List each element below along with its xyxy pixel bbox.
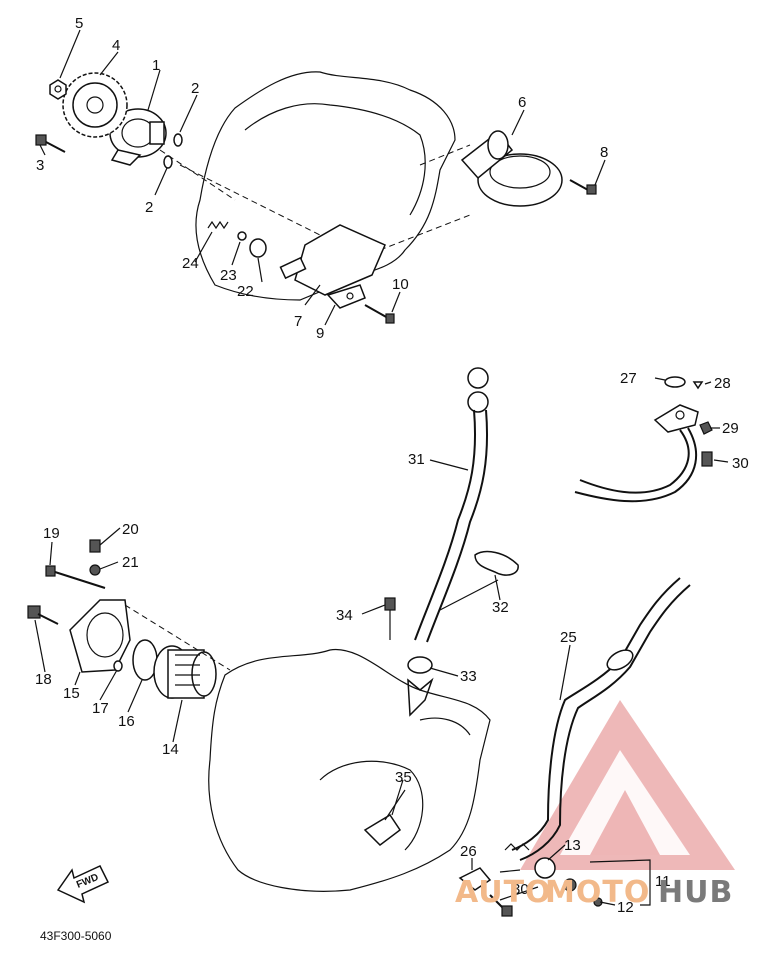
bolt-19: [45, 565, 106, 589]
callout-22: 22: [237, 283, 254, 300]
o-ring-upper: [173, 133, 183, 147]
callout-8: 8: [600, 144, 608, 161]
crankcase-upper: [159, 71, 471, 301]
union-bolt: [384, 597, 396, 640]
callout-9: 9: [316, 325, 324, 342]
callout-33: 33: [460, 668, 477, 685]
callout-34: 34: [336, 607, 353, 624]
callout-20: 20: [122, 521, 139, 538]
callout-25: 25: [560, 629, 577, 646]
bolt-30-lower: [489, 894, 513, 917]
relief-valve: [207, 220, 386, 296]
relief-plate: [326, 284, 366, 309]
hose-union: [407, 656, 434, 717]
callout-23: 23: [220, 267, 237, 284]
callout-10: 10: [392, 276, 409, 293]
strainer-bolt: [569, 179, 597, 195]
callout-1: 1: [152, 57, 160, 74]
callout-35: 35: [395, 769, 412, 786]
bracket-35: [363, 789, 406, 846]
bolt-20: [89, 539, 101, 553]
watermark-triangle-core-icon: [590, 790, 660, 855]
callout-labels: 1 2 2 3 4 5 6 7 8 9 10 11 12 13 14 15 16…: [35, 15, 749, 916]
callout-5: 5: [75, 15, 83, 32]
gear-nut: [49, 79, 67, 100]
clamp-26: [458, 867, 492, 891]
pump-screw: [35, 134, 66, 153]
callout-14: 14: [162, 741, 179, 758]
watermark-logo: [520, 700, 735, 870]
callout-4: 4: [112, 37, 120, 54]
oil-delivery-fitting: [574, 376, 713, 503]
watermark-hub: HUB: [658, 875, 733, 910]
gasket: [474, 550, 519, 576]
washer-21: [89, 564, 101, 576]
o-ring-lower: [163, 155, 173, 169]
callout-30b: 30: [512, 881, 529, 898]
callout-6: 6: [518, 94, 526, 111]
oil-strainer: [460, 130, 563, 207]
callout-26: 26: [460, 843, 477, 860]
drawing-code: 43F300-5060: [40, 929, 112, 943]
callout-30a: 30: [732, 455, 749, 472]
plate-bolt: [364, 304, 395, 324]
callout-28: 28: [714, 375, 731, 392]
callout-21: 21: [122, 554, 139, 571]
callout-24: 24: [182, 255, 199, 272]
callout-27: 27: [620, 370, 637, 387]
callout-15: 15: [63, 685, 80, 702]
leader-lines: [34, 29, 729, 906]
watermark-moto: MOTO: [545, 875, 650, 910]
callout-13: 13: [564, 837, 581, 854]
callout-18: 18: [35, 671, 52, 688]
watermark-auto: AUTO: [455, 875, 552, 910]
callout-17: 17: [92, 700, 109, 717]
callout-31: 31: [408, 451, 425, 468]
crankcase-lower: [208, 648, 491, 892]
drain-bolt-18: [27, 605, 59, 625]
callout-7: 7: [294, 313, 302, 330]
o-ring-17: [113, 660, 123, 672]
callout-16: 16: [118, 713, 135, 730]
callout-2b: 2: [145, 199, 153, 216]
callout-19: 19: [43, 525, 60, 542]
watermark-text: AUTO MOTO HUB: [455, 875, 733, 910]
callout-2a: 2: [191, 80, 199, 97]
union-13: [534, 857, 556, 879]
oil-hose: [414, 367, 489, 643]
callout-12: 12: [617, 899, 634, 916]
oil-filter-14: [153, 645, 217, 699]
callout-11: 11: [655, 873, 671, 890]
fwd-arrow: FWD: [56, 865, 110, 904]
callout-3: 3: [36, 157, 44, 174]
pump-driven-gear: [62, 72, 128, 138]
oil-pipe: [504, 577, 691, 861]
filter-cover-15: [69, 599, 131, 673]
callout-29: 29: [722, 420, 739, 437]
callout-32: 32: [492, 599, 509, 616]
oil-pump: [109, 108, 167, 166]
